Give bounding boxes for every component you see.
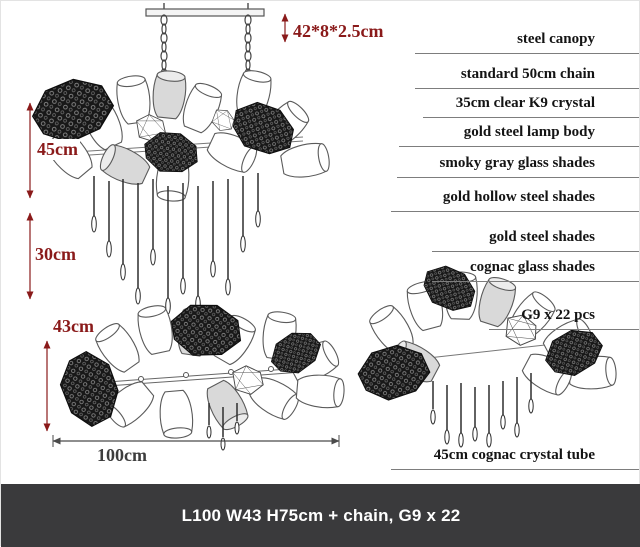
spec-smoky-glass-shades: smoky gray glass shades: [397, 154, 639, 178]
spec-hollow-steel-shades: gold hollow steel shades: [391, 188, 639, 212]
spec-steel-canopy: steel canopy: [415, 30, 639, 54]
chandelier-front-drawing: [25, 3, 332, 315]
spec-g9-bulb-count: G9 x 22 pcs: [489, 306, 639, 330]
dimension-arrows: [26, 13, 340, 447]
spec-lamp-body: gold steel lamp body: [399, 123, 639, 147]
body-height-label: 45cm: [35, 139, 80, 160]
spec-gold-steel-shades: gold steel shades: [432, 228, 639, 252]
spec-standard-chain: standard 50cm chain: [415, 65, 639, 89]
size-summary-text: L100 W43 H75cm + chain, G9 x 22: [181, 505, 461, 525]
canopy-size-label: 42*8*2.5cm: [291, 21, 386, 42]
chandelier-line-art: [25, 3, 618, 451]
length-label: 100cm: [95, 445, 149, 466]
chandelier-top-drawing: [53, 301, 346, 451]
tube-drop-label: 30cm: [33, 244, 78, 265]
spec-cognac-glass-shades: cognac glass shades: [432, 258, 639, 282]
spec-cognac-crystal-tube: 45cm cognac crystal tube: [391, 446, 639, 470]
size-summary-banner: L100 W43 H75cm + chain, G9 x 22: [1, 484, 640, 547]
chandelier-side-drawing: [353, 257, 618, 448]
depth-label: 43cm: [51, 316, 96, 337]
spec-k9-crystal: 35cm clear K9 crystal: [423, 94, 639, 118]
